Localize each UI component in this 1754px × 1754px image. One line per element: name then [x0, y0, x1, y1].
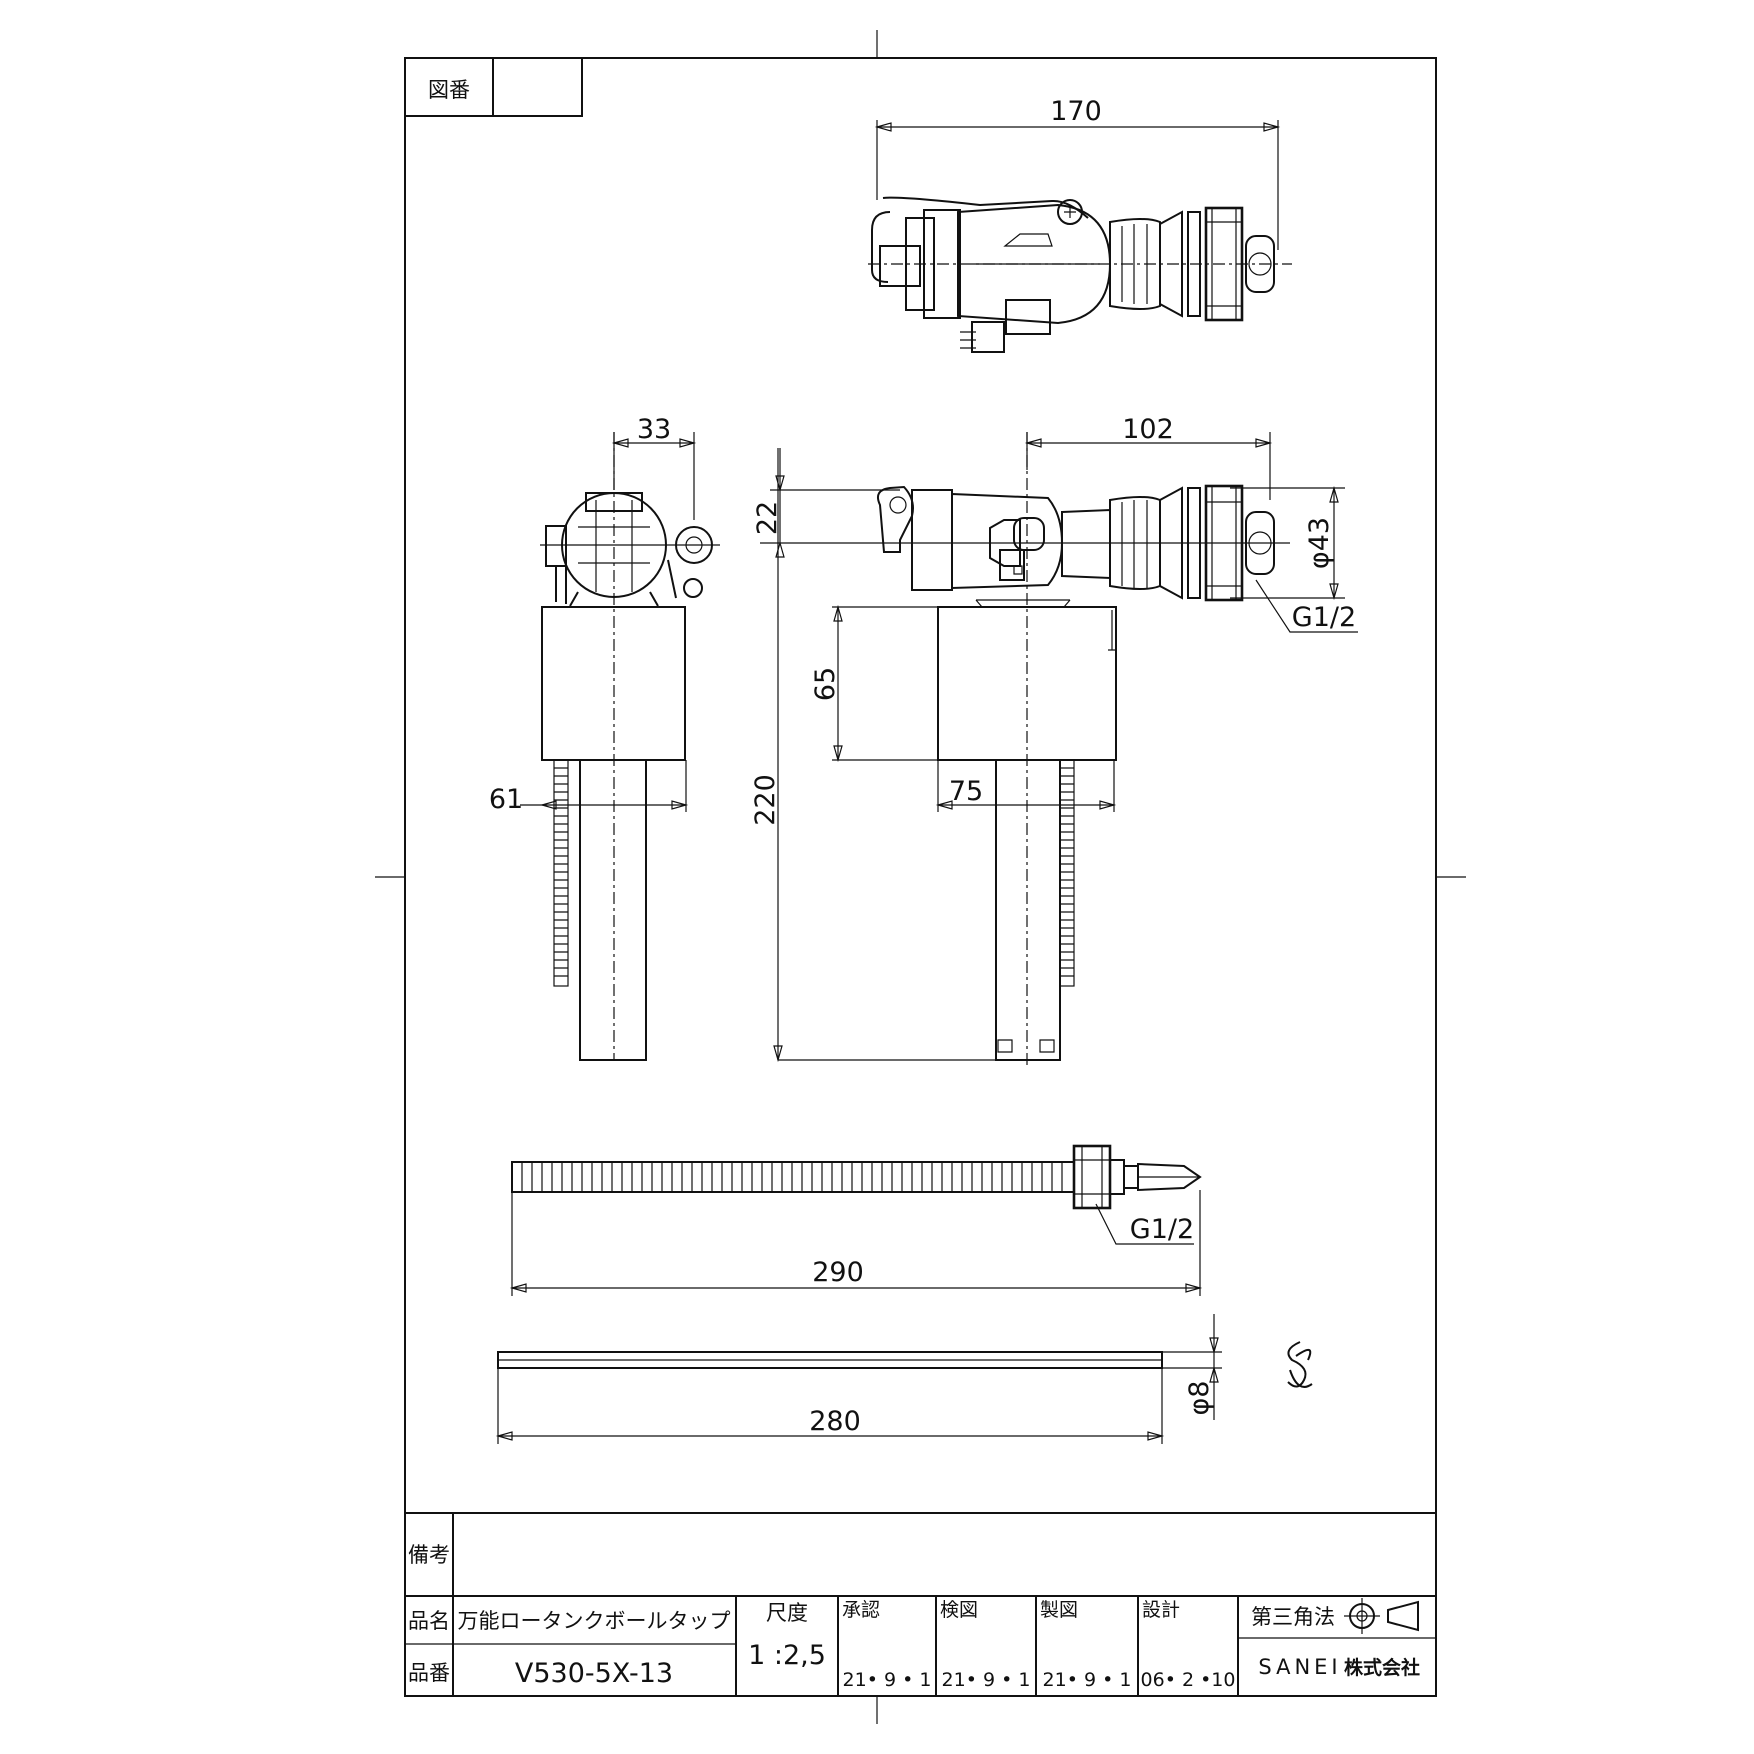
dim-rod-length: 280 — [809, 1406, 861, 1437]
dim-rod-diameter: φ8 — [1184, 1381, 1215, 1416]
third-angle-projection-icon — [1344, 1598, 1419, 1634]
dim-side-base: 61 — [489, 784, 523, 815]
title-block: 備考 品名 万能ロータンクボールタップ 品番 V530-5X-13 尺度 1 :… — [405, 1512, 1436, 1696]
dim-float-offset: 75 — [949, 776, 983, 807]
scale-value: 1 :2,5 — [748, 1640, 826, 1671]
scale-label: 尺度 — [766, 1601, 808, 1625]
top-view: 170 — [868, 96, 1292, 353]
front-view: 102 22 φ43 G1/2 — [750, 414, 1358, 1068]
approval-date: 21• 9 • 1 — [843, 1669, 932, 1691]
hose-part: G1/2 290 — [509, 1144, 1203, 1296]
rod-part: φ8 280 — [495, 1314, 1222, 1444]
dim-hose-length: 290 — [812, 1257, 864, 1288]
design-label: 設計 — [1142, 1599, 1180, 1621]
dim-front-diameter: φ43 — [1304, 517, 1335, 569]
company-name: SANEI — [1258, 1655, 1341, 1679]
clip-part — [1287, 1341, 1313, 1388]
dim-front-reach: 102 — [1122, 414, 1174, 445]
dim-top-width: 170 — [1050, 96, 1102, 127]
draft-date: 21• 9 • 1 — [1043, 1669, 1132, 1691]
check-label: 検図 — [940, 1599, 978, 1621]
dim-hose-thread: G1/2 — [1130, 1214, 1194, 1245]
drawing-frame — [404, 57, 1437, 1697]
product-name-label: 品名 — [408, 1609, 450, 1633]
part-number: V530-5X-13 — [515, 1658, 673, 1689]
product-name: 万能ロータンクボールタップ — [458, 1609, 731, 1633]
drawing-number-box: 図番 — [404, 57, 583, 117]
dim-front-thread: G1/2 — [1292, 602, 1356, 633]
company-suffix: 株式会社 — [1344, 1656, 1420, 1679]
drawing-number-label: 図番 — [428, 78, 470, 102]
check-date: 21• 9 • 1 — [942, 1669, 1031, 1691]
design-date: 06• 2 •10 — [1141, 1669, 1236, 1691]
projection-label: 第三角法 — [1251, 1605, 1335, 1629]
part-number-label: 品番 — [408, 1661, 450, 1685]
approval-label: 承認 — [842, 1599, 880, 1621]
draft-label: 製図 — [1040, 1599, 1078, 1621]
dim-side-width: 33 — [637, 414, 671, 445]
remarks-label: 備考 — [408, 1543, 450, 1567]
dim-total-height: 220 — [750, 774, 781, 826]
dim-float-height: 65 — [810, 667, 841, 701]
registration-marks — [375, 30, 1466, 1724]
side-view: 33 61 — [489, 414, 720, 1061]
